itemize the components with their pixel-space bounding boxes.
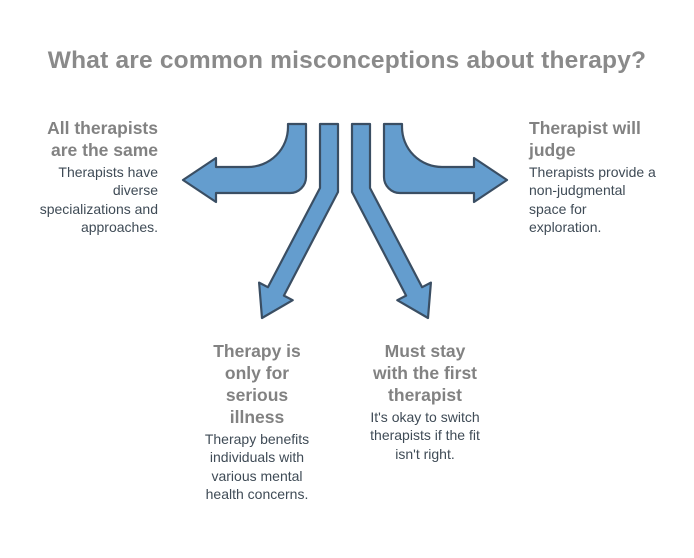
misconception-heading: Therapy is only for serious illness: [213, 341, 301, 427]
arrow-right-icon: [382, 122, 509, 204]
misconception-detail: Therapists provide a non-judgmental spac…: [529, 164, 656, 235]
misconception-heading: Therapist will judge: [529, 118, 641, 160]
misconception-top-left: All therapists are the same Therapists h…: [8, 117, 158, 236]
page-title: What are common misconceptions about the…: [47, 47, 647, 74]
misconception-detail: Therapy benefits individuals with variou…: [204, 431, 310, 502]
arrow-left-icon: [181, 122, 308, 204]
arrow-down-left-icon: [258, 122, 340, 320]
misconception-top-right: Therapist will judge Therapists provide …: [529, 117, 684, 236]
misconception-detail: Therapists have diverse specializations …: [39, 164, 158, 235]
misconception-heading: All therapists are the same: [47, 118, 158, 160]
misconception-heading: Must stay with the first therapist: [372, 341, 478, 405]
misconception-detail: It's okay to switch therapists if the fi…: [370, 409, 480, 462]
arrow-down-right-icon: [350, 122, 432, 320]
misconception-bottom-left: Therapy is only for serious illness Ther…: [177, 340, 337, 503]
misconception-bottom-right: Must stay with the first therapist It's …: [345, 340, 505, 463]
